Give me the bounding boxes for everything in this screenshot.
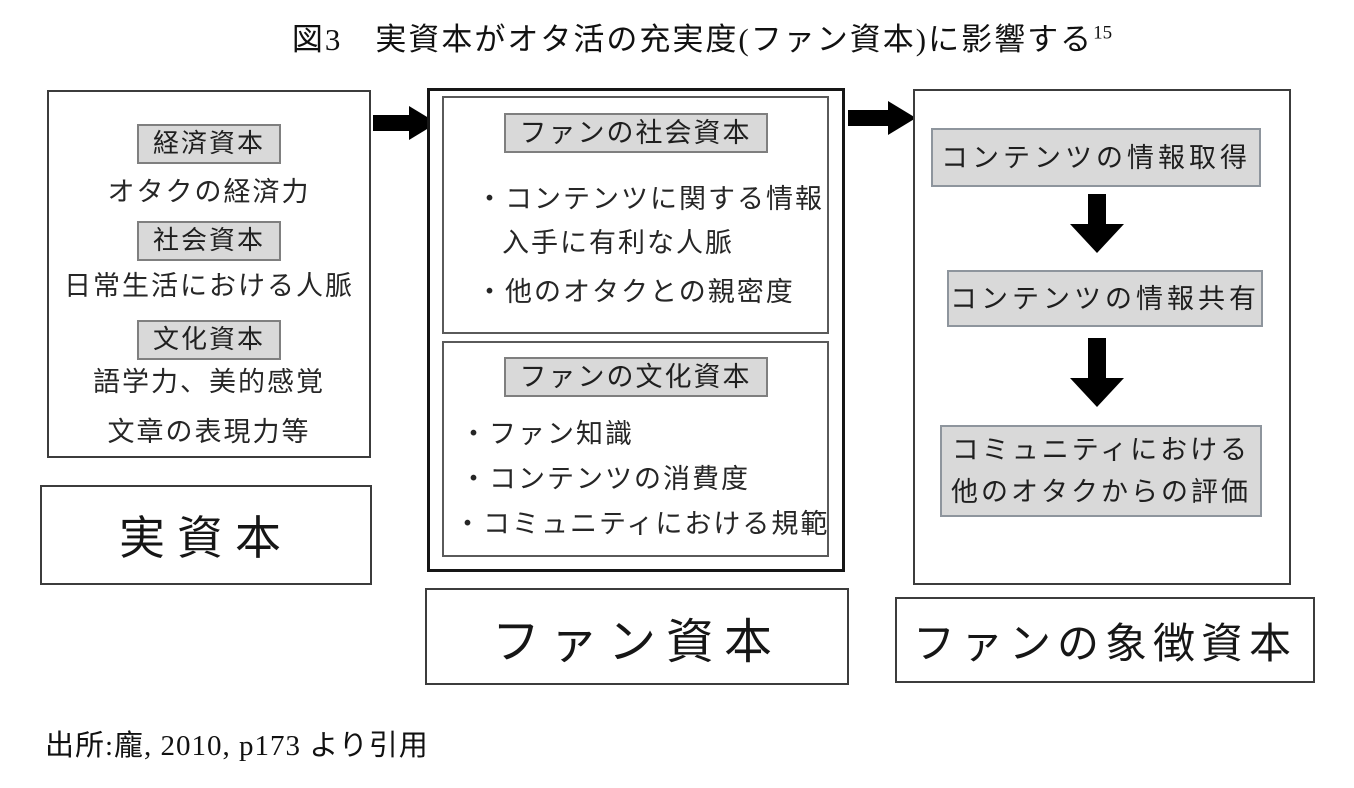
cultural-capital-label: 文化資本: [136, 320, 282, 360]
arrow-head: [1070, 378, 1124, 407]
fan-cultural-bullet3: ・コミュニティにおける規範: [454, 509, 830, 539]
fan-social-capital-box: ファンの社会資本 ・コンテンツに関する情報 入手に有利な人脈 ・他のオタクとの親…: [442, 96, 829, 334]
fan-cultural-bullet2: ・コンテンツの消費度: [460, 464, 750, 494]
figure-source: 出所:龐, 2010, p173 より引用: [45, 730, 429, 762]
symbolic-capital-panel: コンテンツの情報取得 コンテンツの情報共有 コミュニティにおける 他のオタクから…: [913, 89, 1291, 585]
arrow-step1-to-step2-icon: [1070, 194, 1124, 254]
footnote-marker: 15: [1093, 22, 1113, 44]
arrow-head: [888, 101, 916, 135]
arrow-shaft: [373, 115, 411, 131]
step-info-sharing-box: コンテンツの情報共有: [947, 270, 1263, 327]
arrow-step2-to-step3-icon: [1070, 338, 1124, 410]
arrow-fan-to-symbolic-icon: [848, 96, 918, 140]
step-community-evaluation-line2: 他のオタクからの評価: [951, 477, 1251, 507]
step-info-acquisition-label: コンテンツの情報取得: [941, 142, 1251, 173]
step-info-acquisition-box: コンテンツの情報取得: [931, 128, 1261, 187]
fan-cultural-capital-box: ファンの文化資本 ・ファン知識 ・コンテンツの消費度 ・コミュニティにおける規範: [442, 341, 829, 557]
economic-capital-desc: オタクの経済力: [107, 177, 311, 207]
step-info-sharing-label: コンテンツの情報共有: [950, 283, 1260, 314]
real-capital-caption-box: 実資本: [40, 485, 372, 585]
arrow-head: [1070, 224, 1124, 253]
real-capital-panel: 経済資本 オタクの経済力 社会資本 日常生活における人脈 文化資本 語学力、美的…: [47, 90, 371, 458]
fan-capital-panel: ファンの社会資本 ・コンテンツに関する情報 入手に有利な人脈 ・他のオタクとの親…: [427, 88, 845, 572]
arrow-shaft: [1088, 338, 1106, 380]
social-capital-label: 社会資本: [136, 221, 282, 261]
symbolic-capital-caption: ファンの象徴資本: [912, 621, 1297, 668]
social-capital-desc: 日常生活における人脈: [64, 271, 354, 301]
step-community-evaluation-line1: コミュニティにおける: [951, 435, 1251, 465]
figure-title: 図3 実資本がオタ活の充実度(ファン資本)に影響する15: [0, 14, 1354, 59]
cultural-capital-desc-line2: 文章の表現力等: [107, 417, 311, 447]
economic-capital-label: 経済資本: [136, 124, 282, 164]
fan-capital-caption-box: ファン資本: [425, 588, 849, 685]
symbolic-capital-caption-box: ファンの象徴資本: [895, 597, 1315, 683]
fan-social-bullet1-line1: ・コンテンツに関する情報: [476, 184, 824, 214]
fan-social-capital-label: ファンの社会資本: [503, 113, 768, 153]
fan-cultural-bullet1: ・ファン知識: [460, 419, 634, 449]
fan-capital-caption: ファン資本: [491, 615, 782, 669]
cultural-capital-desc-line1: 語学力、美的感覚: [93, 367, 325, 397]
step-community-evaluation-box: コミュニティにおける 他のオタクからの評価: [940, 425, 1262, 517]
fan-social-bullet1-line2: 入手に有利な人脈: [502, 228, 734, 258]
fan-cultural-capital-label: ファンの文化資本: [503, 357, 768, 397]
fan-social-bullet2: ・他のオタクとの親密度: [476, 277, 795, 307]
arrow-shaft: [1088, 194, 1106, 226]
arrow-shaft: [848, 110, 890, 126]
figure-title-text: 図3 実資本がオタ活の充実度(ファン資本)に影響する: [291, 22, 1094, 57]
real-capital-caption: 実資本: [119, 513, 293, 564]
